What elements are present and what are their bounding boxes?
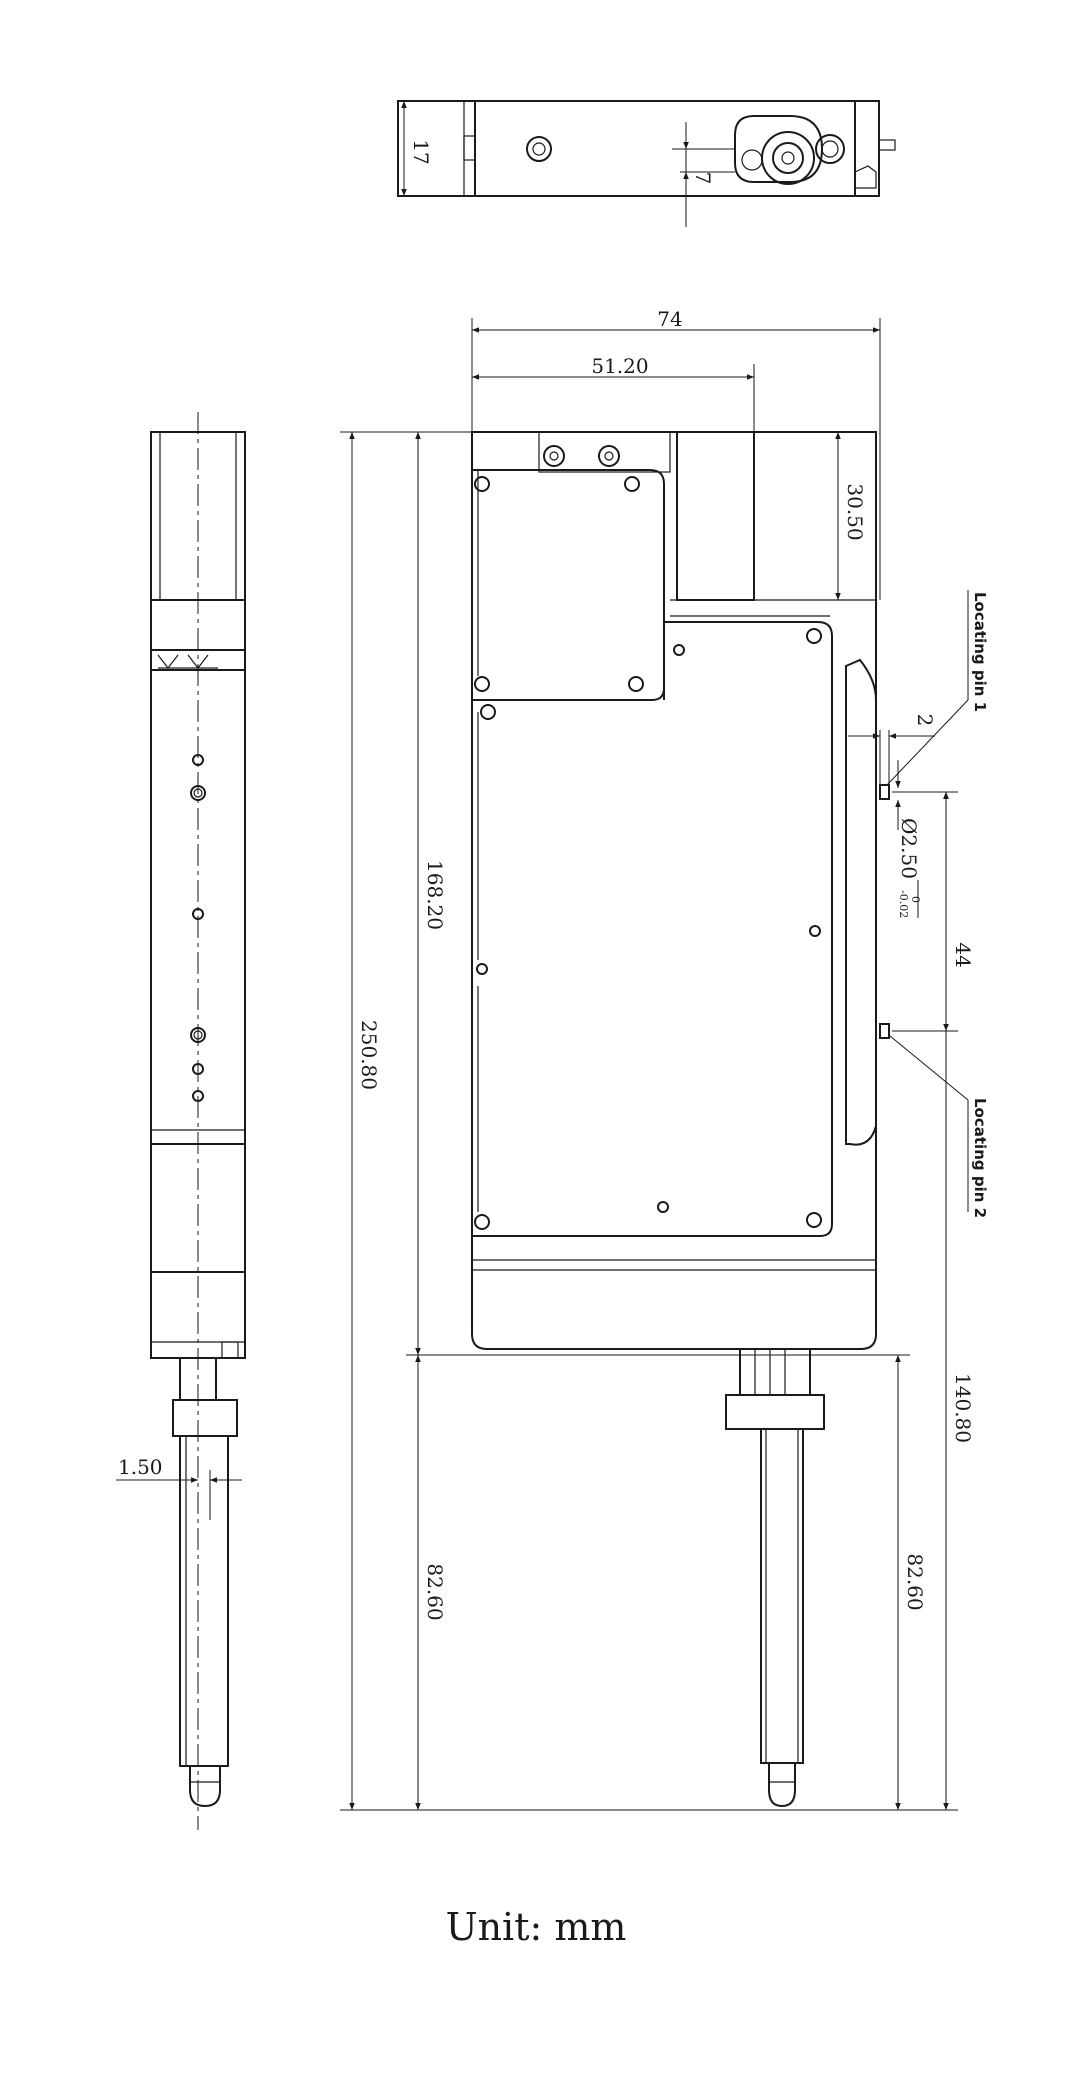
dim-pin-offset: 2 xyxy=(913,714,937,727)
dim-height-140: 140.80 xyxy=(951,1373,975,1443)
dim-rod-length-left: 82.60 xyxy=(423,1563,447,1620)
dim-top-offset: 7 xyxy=(691,172,715,185)
dim-overall-width: 74 xyxy=(657,307,682,331)
side-view: 1.50 xyxy=(116,412,246,1830)
dim-top-height: 17 xyxy=(409,139,433,164)
front-view xyxy=(471,431,890,1808)
dim-top-block-height: 30.50 xyxy=(843,483,867,540)
label-locating-pin-2: Locating pin 2 xyxy=(971,1098,989,1218)
unit-caption: Unit: mm xyxy=(445,1905,627,1949)
dim-pin-tolerance-lower: -0.02 xyxy=(897,890,910,918)
dim-pin-diameter: Ø2.50 xyxy=(897,818,921,879)
dim-partial-width: 51.20 xyxy=(591,354,648,378)
dimension-lines: 74 51.20 30.50 250.80 168.20 82.60 82.60… xyxy=(340,307,989,1811)
top-view: 17 7 xyxy=(397,100,896,227)
dim-rod-length-right: 82.60 xyxy=(903,1553,927,1610)
dim-rod-offset: 1.50 xyxy=(118,1455,163,1479)
dim-body-height: 168.20 xyxy=(423,860,447,930)
dim-overall-height: 250.80 xyxy=(357,1020,381,1090)
dim-pin-tolerance-upper: 0 xyxy=(909,896,922,903)
label-locating-pin-1: Locating pin 1 xyxy=(971,592,989,712)
dim-pin-spacing: 44 xyxy=(951,942,975,967)
